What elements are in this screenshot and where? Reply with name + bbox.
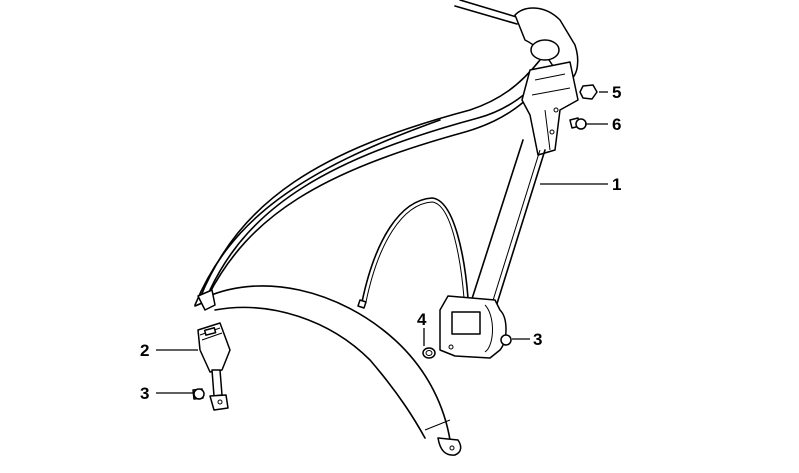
label-3-upper: 3 [533, 330, 542, 349]
label-5: 5 [612, 83, 621, 102]
vertical-belt [469, 139, 546, 311]
bolt-6 [569, 117, 587, 130]
buckle [197, 322, 231, 411]
bolt-3-lower [192, 388, 205, 400]
upper-anchor [514, 7, 579, 156]
label-4: 4 [417, 310, 427, 329]
label-6: 6 [612, 115, 621, 134]
leader-lines [156, 91, 608, 394]
label-2: 2 [140, 341, 149, 360]
label-3-lower: 3 [140, 384, 149, 403]
lap-belt [194, 285, 462, 456]
upper-rail [454, 0, 521, 25]
shoulder-belt [194, 59, 549, 306]
sensor-cable [357, 197, 469, 309]
label-1: 1 [612, 175, 621, 194]
part-labels: 1 2 3 3 4 5 6 [140, 83, 621, 403]
nut-5 [579, 84, 598, 100]
retractor [439, 295, 507, 359]
lower-end-fitting [197, 289, 216, 311]
bolt-3-upper [500, 334, 512, 346]
spacer-4 [422, 347, 436, 359]
